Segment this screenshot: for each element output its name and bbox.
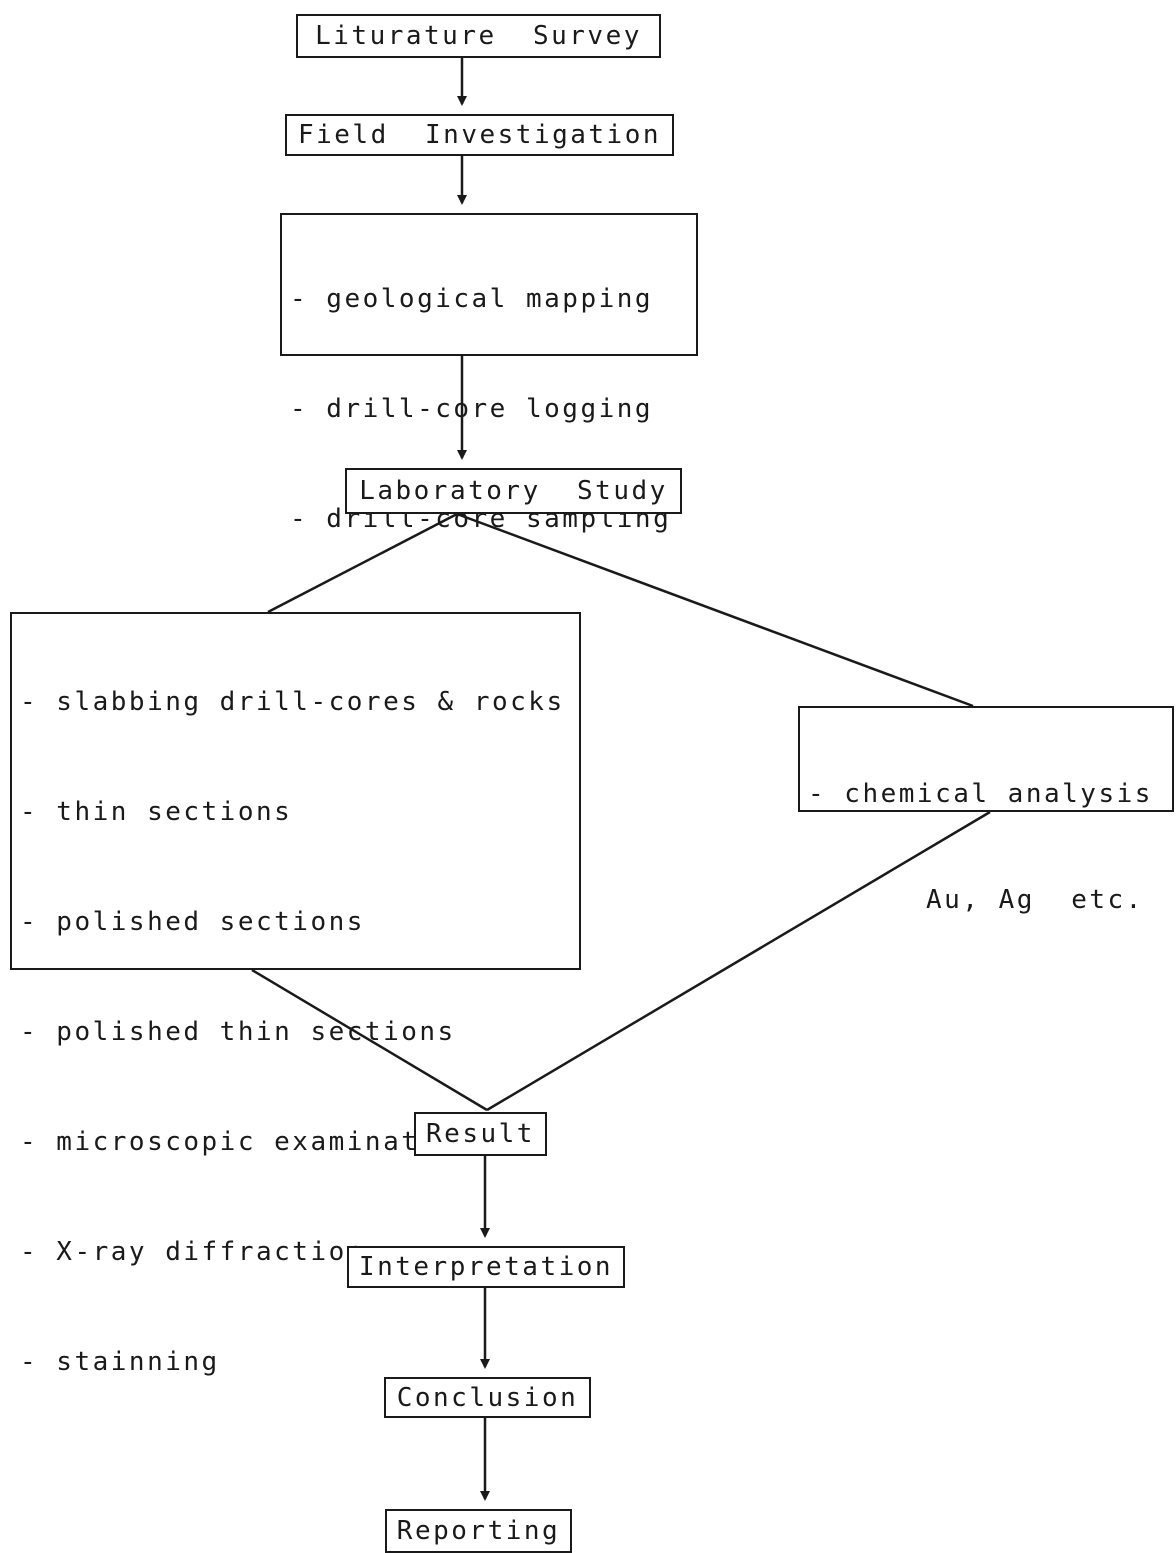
line-lab-to-chemical	[456, 512, 974, 708]
lab-tasks-box: - slabbing drill-cores & rocks - thin se…	[10, 612, 581, 1377]
laboratory-study-box: Laboratory Study	[345, 468, 682, 514]
field-task-item: - geological mapping	[290, 284, 654, 314]
lab-task-item: - slabbing drill-cores & rocks	[20, 687, 565, 717]
line-lab-to-lab-tasks	[267, 512, 458, 614]
conclusion-box: Conclusion	[384, 1377, 591, 1418]
field-task-item: - drill-core logging	[290, 394, 654, 424]
lab-task-item: - thin sections	[20, 797, 293, 827]
literature-survey-label: Liturature Survey	[315, 21, 642, 51]
laboratory-study-label: Laboratory Study	[359, 476, 668, 506]
conclusion-label: Conclusion	[396, 1382, 579, 1413]
interpretation-label: Interpretation	[358, 1252, 614, 1282]
field-investigation-box: Field Investigation	[285, 114, 674, 156]
lab-task-item: - polished sections	[20, 907, 365, 937]
lab-task-item: - stainning	[20, 1347, 220, 1377]
lab-task-item: - polished thin sections	[20, 1017, 456, 1047]
line-lab-tasks-to-result	[251, 968, 488, 1112]
field-investigation-label: Field Investigation	[297, 120, 662, 150]
literature-survey-box: Liturature Survey	[296, 14, 661, 58]
chemical-elements-line: Au, Ag etc.	[926, 885, 1144, 915]
field-tasks-box: - geological mapping - drill-core loggin…	[280, 213, 698, 534]
reporting-box: Reporting	[385, 1509, 572, 1553]
chemical-analysis-box: - chemical analysis Au, Ag etc.	[798, 706, 1174, 915]
line-chemical-to-result	[486, 810, 991, 1112]
result-box: Result	[414, 1112, 547, 1156]
reporting-label: Reporting	[396, 1516, 561, 1546]
lab-task-item: - X-ray diffraction	[20, 1237, 365, 1267]
interpretation-box: Interpretation	[347, 1246, 625, 1288]
result-label: Result	[426, 1119, 535, 1149]
chemical-analysis-line: - chemical analysis	[808, 779, 1153, 809]
